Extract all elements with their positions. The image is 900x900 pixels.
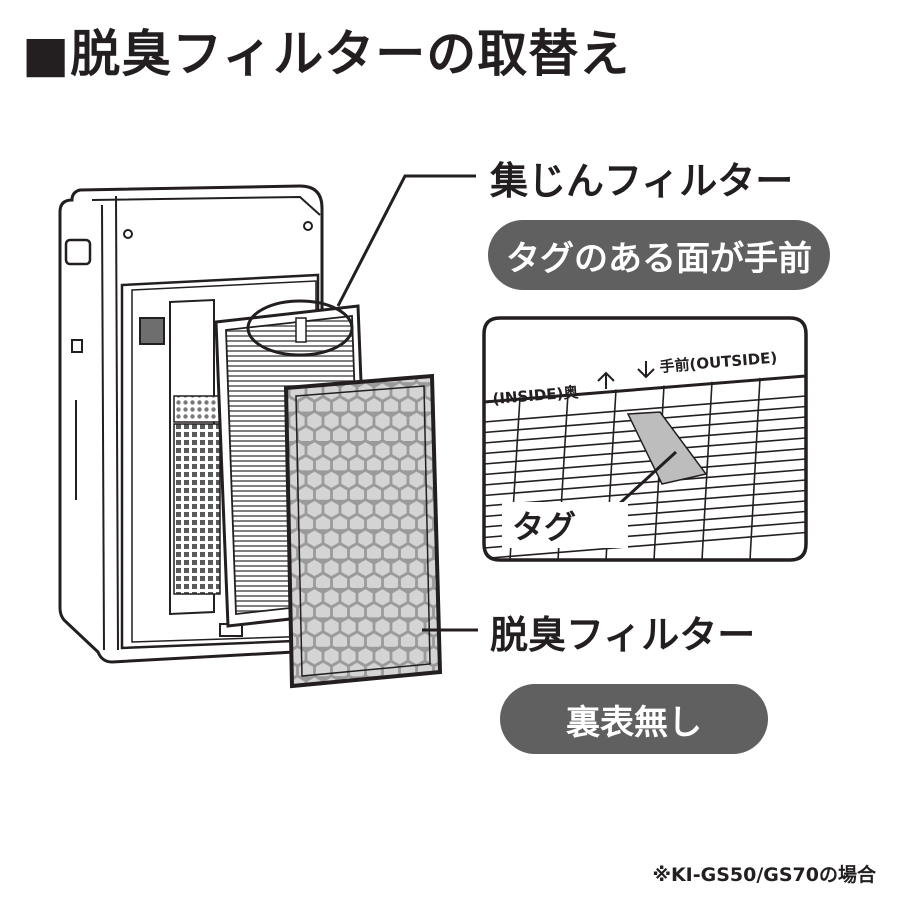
inset-pleat-line	[484, 447, 806, 476]
inset-pleat-line	[484, 468, 806, 497]
inset-pleat-line	[484, 395, 806, 423]
inset-pleat-line	[484, 437, 806, 465]
dust-filter-label: 集じんフィルター	[490, 159, 794, 203]
inset-pleat-line	[484, 458, 806, 486]
arrow-down-icon	[637, 361, 655, 379]
deodorize-filter-panel	[283, 373, 443, 689]
dust-filter-leader-line	[336, 174, 476, 307]
deodorize-filter-label: 脱臭フィルター	[490, 613, 756, 657]
arrow-up-icon	[597, 371, 615, 389]
inset-pleat-line	[484, 531, 806, 560]
inset-seam-line	[749, 377, 761, 560]
tag-detail-inset: (INSIDE)奥 手前(OUTSIDE) タグ	[482, 316, 808, 562]
tag-pointer-line	[616, 450, 678, 507]
tag-highlight-circle	[246, 299, 354, 357]
inset-pleat-line	[484, 479, 806, 507]
model-footnote: ※KI-GS50/GS70の場合	[652, 864, 876, 886]
inset-seam-line	[701, 381, 713, 560]
page-title: ■脱臭フィルターの取替え	[22, 25, 631, 83]
tag-label: タグ	[512, 508, 576, 546]
deodorize-filter-note-badge: 裏表無し	[500, 684, 768, 754]
dust-filter-note-badge: タグのある面が手前	[488, 220, 830, 290]
tag-shape	[626, 411, 708, 485]
